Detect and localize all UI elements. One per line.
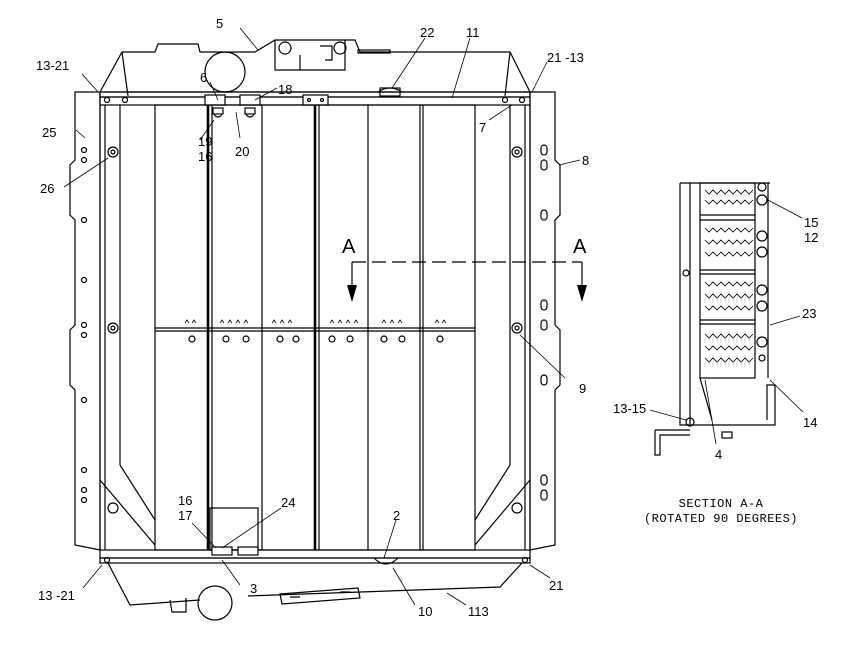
callout-20: 20: [235, 144, 249, 159]
left-side-rail: [69, 91, 156, 551]
callout-4: 4: [715, 447, 722, 462]
section-leader-lines: [649, 199, 804, 445]
callout-10: 10: [418, 604, 432, 619]
right-side-rail: [474, 91, 561, 551]
callout-7: 7: [479, 120, 486, 135]
callout-12: 12: [804, 230, 818, 245]
top-header-bar: [99, 91, 531, 106]
section-caption: SECTION A-A (ROTATED 90 DEGREES): [644, 497, 798, 526]
core-splice-bolts: [184, 319, 447, 343]
callout-labels: 5 22 11 13-21 21 -13 6 18 7 19 16 20 25 …: [36, 16, 818, 619]
callout-11: 11: [466, 25, 480, 40]
section-markers: A A: [342, 236, 587, 258]
callout-19: 19: [198, 134, 212, 149]
callout-16-upper: 16: [198, 149, 212, 164]
callout-3: 3: [250, 581, 257, 596]
radiator-core: [154, 104, 476, 551]
callout-25: 25: [42, 125, 56, 140]
section-mark-right: A: [573, 236, 587, 258]
callout-5: 5: [216, 16, 223, 31]
section-cut-line: [347, 261, 587, 302]
section-caption-title: SECTION A-A: [679, 497, 764, 511]
callout-113: 113: [468, 604, 489, 619]
callout-13-15: 13-15: [613, 401, 646, 416]
callout-9: 9: [579, 381, 586, 396]
section-a-a-detail: [654, 182, 776, 456]
callout-15: 15: [804, 215, 818, 230]
callout-16-lower: 16: [178, 493, 192, 508]
leader-lines: [63, 27, 581, 606]
section-caption-subtitle: (ROTATED 90 DEGREES): [644, 512, 798, 526]
callout-18: 18: [278, 82, 292, 97]
callout-2: 2: [393, 508, 400, 523]
callout-8: 8: [582, 153, 589, 168]
bottom-tank: [107, 562, 523, 621]
callout-21-bottom-right: 21: [549, 578, 563, 593]
callout-24: 24: [281, 495, 295, 510]
callout-13-21-bottom-left: 13 -21: [38, 588, 75, 603]
bottom-header-bar: [99, 546, 531, 565]
callout-23: 23: [802, 306, 816, 321]
callout-21-13-top-right: 21 -13: [547, 50, 584, 65]
top-tank: [98, 39, 531, 97]
callout-13-21-top-left: 13-21: [36, 58, 69, 73]
section-mark-left: A: [342, 236, 356, 258]
callout-6: 6: [200, 70, 207, 85]
callout-22: 22: [420, 25, 434, 40]
callout-26: 26: [40, 181, 54, 196]
callout-17: 17: [178, 508, 192, 523]
callout-14: 14: [803, 415, 817, 430]
